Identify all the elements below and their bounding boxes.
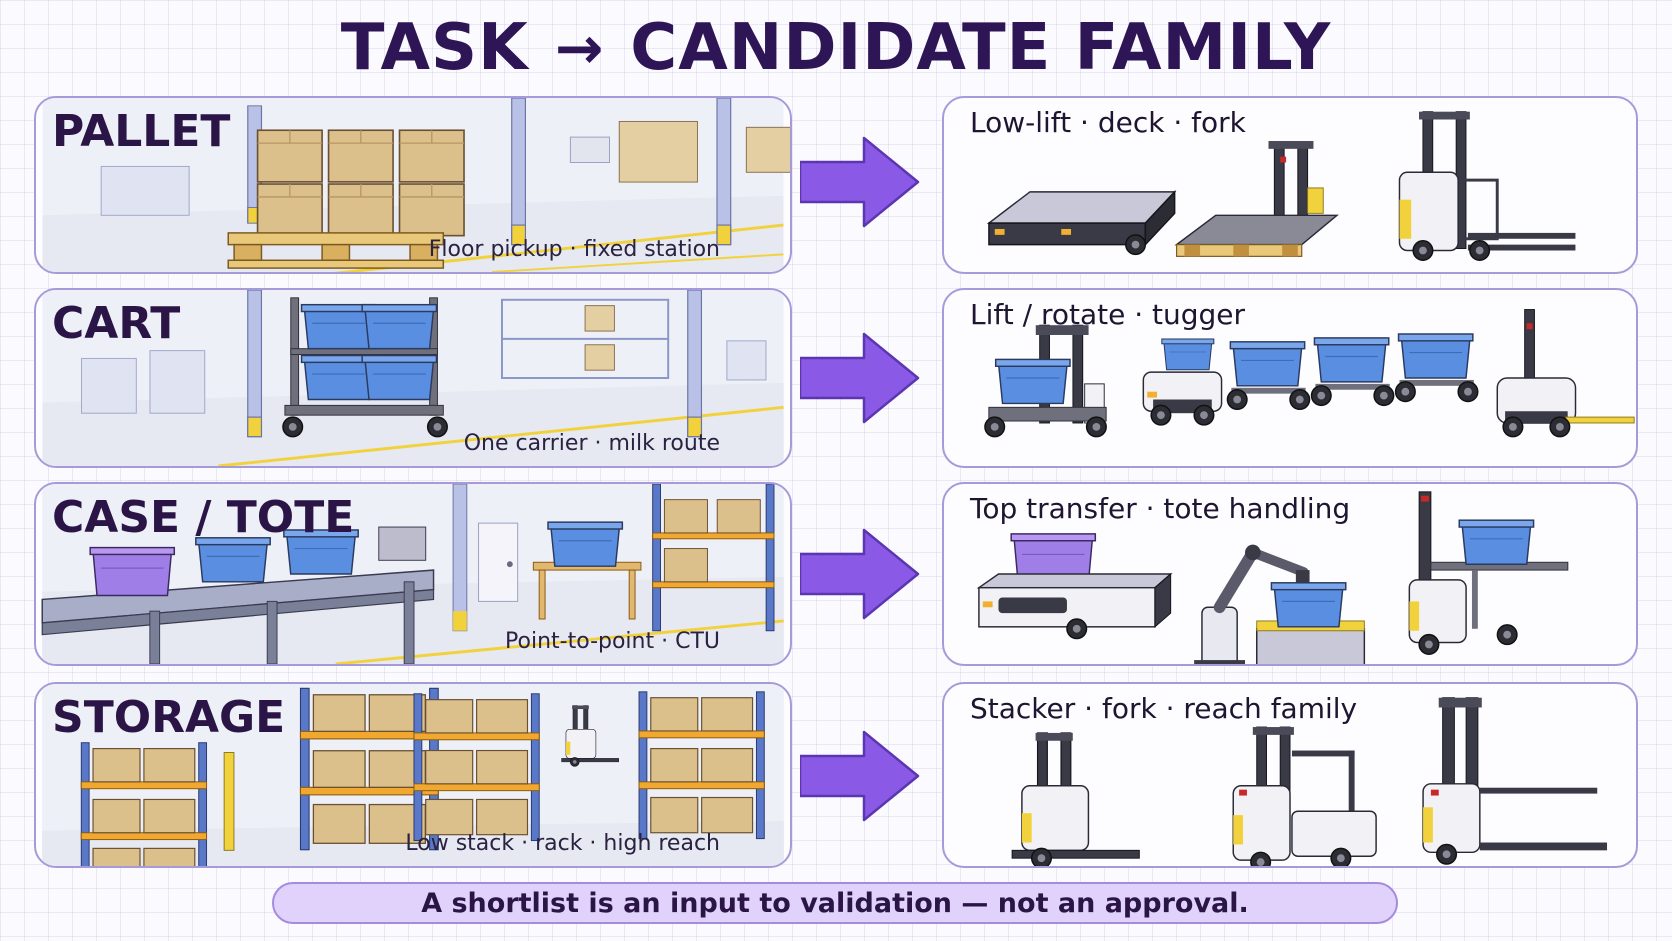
candidate-panel-case-tote: Top transfer · tote handling xyxy=(942,482,1638,666)
task-panel-case-tote: CASE / TOTE Point-to-point · CTU xyxy=(34,482,792,666)
forklift-icon xyxy=(1232,726,1377,866)
candidate-heading: Top transfer · tote handling xyxy=(970,492,1351,525)
task-label: CASE / TOTE xyxy=(52,492,355,543)
task-caption: Floor pickup · fixed station xyxy=(428,237,720,262)
case-tote-warehouse-illustration xyxy=(41,484,784,664)
tugger-with-mast-icon xyxy=(1496,309,1635,438)
task-label: STORAGE xyxy=(52,692,286,743)
footer-note: A shortlist is an input to validation — … xyxy=(272,882,1398,924)
task-panel-pallet: PALLET Floor pickup · fixed station xyxy=(34,96,792,274)
candidate-vehicles-cart xyxy=(984,309,1635,438)
candidate-panel-pallet: Low-lift · deck · fork xyxy=(942,96,1638,274)
candidate-panel-cart: Lift / rotate · tugger xyxy=(942,288,1638,468)
task-panel-storage: STORAGE Low stack · rack · high reach xyxy=(34,682,792,868)
candidate-heading: Low-lift · deck · fork xyxy=(970,106,1246,139)
task-caption: Point-to-point · CTU xyxy=(505,629,720,654)
right-arrow-icon xyxy=(800,730,920,822)
title-task: TASK xyxy=(340,11,529,85)
right-arrow-icon xyxy=(800,332,920,424)
task-caption: Low stack · rack · high reach xyxy=(405,831,720,856)
stacker-icon xyxy=(1012,733,1139,866)
pallet-warehouse-illustration xyxy=(42,98,790,272)
top-transfer-amr-icon xyxy=(976,533,1173,640)
candidate-vehicles-storage xyxy=(944,697,1608,866)
lift-rotate-amr-icon xyxy=(984,324,1107,438)
reach-truck-icon xyxy=(1422,697,1608,865)
page-title: TASK → CANDIDATE FAMILY xyxy=(0,6,1672,90)
robotic-arm-icon xyxy=(1194,544,1366,664)
task-label: CART xyxy=(52,298,181,349)
right-arrow-icon xyxy=(800,528,920,620)
title-candidate-family: CANDIDATE FAMILY xyxy=(630,11,1332,85)
candidate-heading: Stacker · fork · reach family xyxy=(970,692,1358,725)
low-lift-truck-icon xyxy=(1174,141,1339,257)
candidate-heading: Lift / rotate · tugger xyxy=(970,298,1246,331)
storage-warehouse-illustration xyxy=(42,684,784,866)
tugger-train-icon xyxy=(1142,333,1479,426)
tote-handling-robot-icon xyxy=(1408,491,1569,655)
counterbalance-fork-icon xyxy=(1398,111,1576,262)
task-label: PALLET xyxy=(52,106,231,157)
deck-amr-icon xyxy=(986,189,1177,256)
task-caption: One carrier · milk route xyxy=(463,431,720,456)
title-arrow: → xyxy=(554,14,605,82)
candidate-panel-storage: Stacker · fork · reach family xyxy=(942,682,1638,868)
candidate-vehicles-pallet xyxy=(986,111,1576,262)
task-panel-cart: CART One carrier · milk route xyxy=(34,288,792,468)
cart-warehouse-illustration xyxy=(42,290,784,466)
candidate-vehicles-case-tote xyxy=(976,491,1569,664)
right-arrow-icon xyxy=(800,136,920,228)
